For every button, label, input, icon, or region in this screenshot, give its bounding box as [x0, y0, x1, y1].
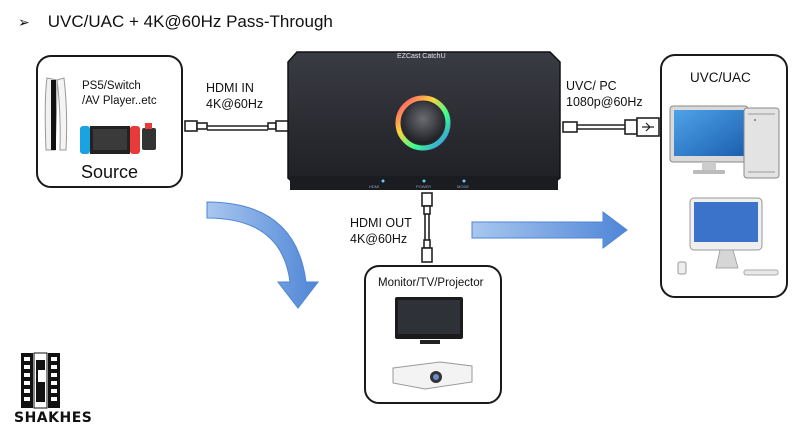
watermark-text: SHAKHES — [14, 410, 93, 426]
curved-down-arrow-icon — [206, 201, 320, 309]
pc-box-title: UVC/UAC — [690, 70, 751, 85]
desktop-computer-icon — [669, 105, 780, 179]
device-brand: EZCast CatchU — [397, 53, 446, 60]
right-arrow-icon — [471, 211, 628, 249]
projector-icon — [392, 361, 473, 390]
switch-console-icon — [80, 123, 156, 154]
hdmi-out-line1: HDMI OUT — [350, 216, 412, 230]
uvc-pc-line2: 1080p@60Hz — [566, 95, 643, 109]
ps5-console-icon — [44, 77, 68, 151]
usb-cable — [562, 117, 660, 137]
tv-monitor-icon — [395, 297, 463, 344]
arrow-bullet-icon: ➢ — [18, 13, 30, 30]
uvc-pc-line1: UVC/ PC — [566, 79, 617, 93]
uvc-pc-label: UVC/ PC 1080p@60Hz — [566, 78, 643, 110]
hdmi-out-label: HDMI OUT 4K@60Hz — [350, 215, 412, 247]
diagram-heading: ➢ UVC/UAC + 4K@60Hz Pass-Through — [18, 12, 333, 32]
hdmi-in-cable — [184, 120, 291, 132]
source-devices-line1: PS5/Switch — [82, 80, 141, 92]
heading-text: UVC/UAC + 4K@60Hz Pass-Through — [47, 12, 333, 31]
device-port-power: POWER — [416, 184, 432, 189]
source-box — [36, 55, 183, 188]
monitor-box-title: Monitor/TV/Projector — [378, 277, 484, 289]
device-port-mode: MODE — [457, 184, 469, 189]
film-logo-icon — [21, 352, 60, 409]
hdmi-in-label: HDMI IN 4K@60Hz — [206, 80, 263, 112]
device-port-hdmi: HDMI — [369, 184, 380, 189]
source-devices-line2: /AV Player..etc — [82, 95, 157, 107]
hdmi-in-line2: 4K@60Hz — [206, 97, 264, 111]
hdmi-out-cable — [421, 192, 433, 263]
imac-icon — [677, 197, 779, 276]
source-devices-label: PS5/Switch /AV Player..etc — [82, 79, 157, 109]
source-caption: Source — [81, 162, 139, 182]
hdmi-out-line2: 4K@60Hz — [350, 232, 408, 246]
hdmi-in-line1: HDMI IN — [206, 81, 254, 95]
capture-device-icon — [287, 51, 561, 190]
